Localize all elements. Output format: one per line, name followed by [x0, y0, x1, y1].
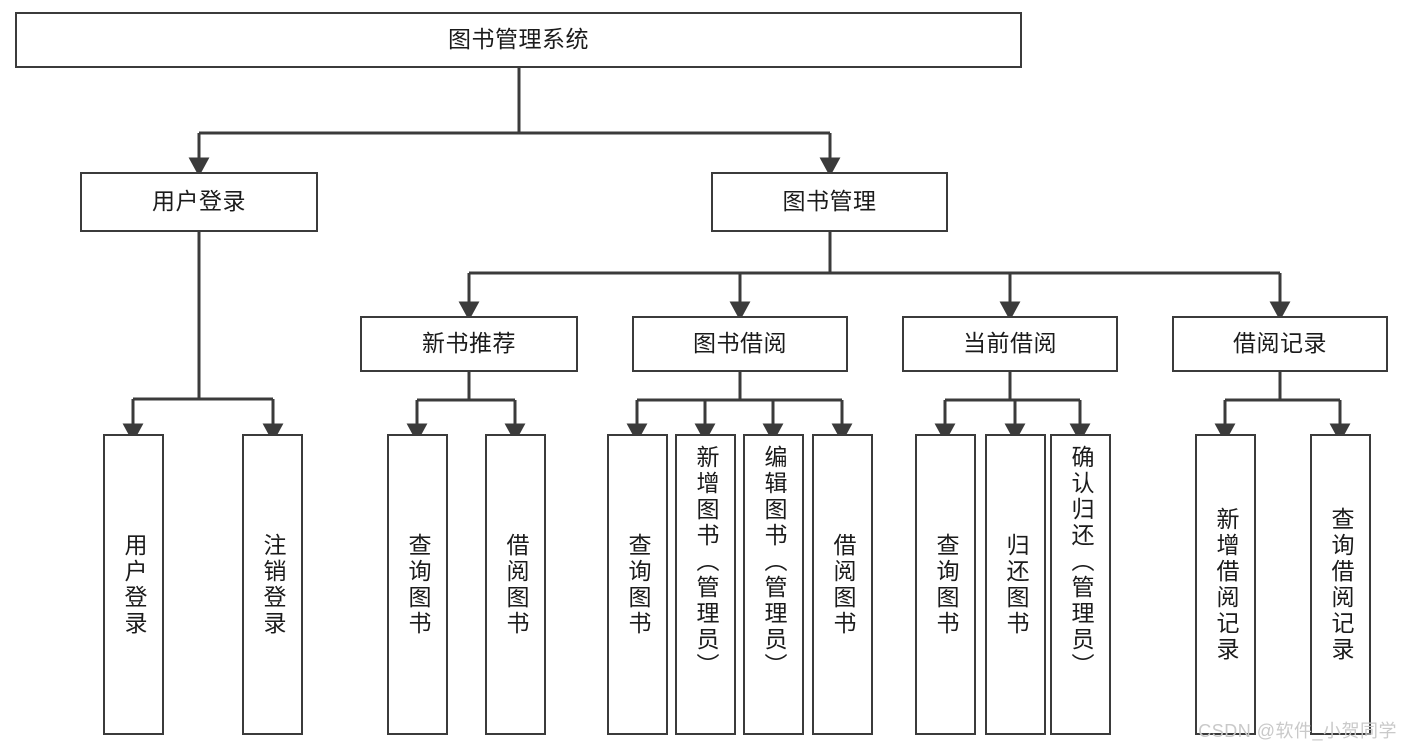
node-leaf-query-record-label: 查询借阅记录	[1328, 506, 1354, 663]
node-book-manage-label: 图书管理	[782, 188, 877, 215]
node-new-book-recommend-label: 新书推荐	[422, 330, 516, 357]
node-leaf-borrow-book-1[interactable]: 借阅图书	[485, 434, 546, 735]
node-leaf-edit-book[interactable]: 编辑图书（管理员）	[743, 434, 804, 735]
node-leaf-confirm-return[interactable]: 确认归还（管理员）	[1050, 434, 1111, 735]
node-root[interactable]: 图书管理系统	[15, 12, 1022, 68]
node-leaf-add-record-label: 新增借阅记录	[1213, 506, 1239, 663]
node-leaf-user-login-label: 用户登录	[121, 532, 147, 637]
node-leaf-query-book-1-label: 查询图书	[405, 532, 431, 637]
node-leaf-query-book-1[interactable]: 查询图书	[387, 434, 448, 735]
node-leaf-logout-label: 注销登录	[260, 532, 286, 637]
node-leaf-borrow-book-2[interactable]: 借阅图书	[812, 434, 873, 735]
node-leaf-borrow-book-2-label: 借阅图书	[830, 532, 856, 637]
node-new-book-recommend[interactable]: 新书推荐	[360, 316, 578, 372]
node-leaf-add-record[interactable]: 新增借阅记录	[1195, 434, 1256, 735]
node-current-borrow-label: 当前借阅	[963, 330, 1057, 357]
node-borrow-record[interactable]: 借阅记录	[1172, 316, 1388, 372]
node-leaf-add-book-label: 新增图书（管理员）	[693, 445, 719, 679]
node-borrow-record-label: 借阅记录	[1233, 330, 1327, 357]
node-leaf-user-login[interactable]: 用户登录	[103, 434, 164, 735]
node-leaf-query-book-2[interactable]: 查询图书	[607, 434, 668, 735]
node-leaf-logout[interactable]: 注销登录	[242, 434, 303, 735]
node-book-borrow[interactable]: 图书借阅	[632, 316, 848, 372]
node-leaf-return-book-label: 归还图书	[1003, 532, 1029, 637]
node-user-login-label: 用户登录	[152, 188, 246, 215]
node-leaf-add-book[interactable]: 新增图书（管理员）	[675, 434, 736, 735]
node-root-label: 图书管理系统	[448, 26, 589, 53]
csdn-watermark: CSDN @软件_小贺同学	[1198, 721, 1397, 741]
node-book-borrow-label: 图书借阅	[693, 330, 787, 357]
node-leaf-borrow-book-1-label: 借阅图书	[503, 532, 529, 637]
node-leaf-edit-book-label: 编辑图书（管理员）	[761, 445, 787, 679]
node-current-borrow[interactable]: 当前借阅	[902, 316, 1118, 372]
node-leaf-query-book-3-label: 查询图书	[933, 532, 959, 637]
node-leaf-query-book-2-label: 查询图书	[625, 532, 651, 637]
node-leaf-query-record[interactable]: 查询借阅记录	[1310, 434, 1371, 735]
node-leaf-return-book[interactable]: 归还图书	[985, 434, 1046, 735]
node-user-login[interactable]: 用户登录	[80, 172, 318, 232]
node-leaf-confirm-return-label: 确认归还（管理员）	[1068, 445, 1094, 679]
node-book-manage[interactable]: 图书管理	[711, 172, 948, 232]
node-leaf-query-book-3[interactable]: 查询图书	[915, 434, 976, 735]
